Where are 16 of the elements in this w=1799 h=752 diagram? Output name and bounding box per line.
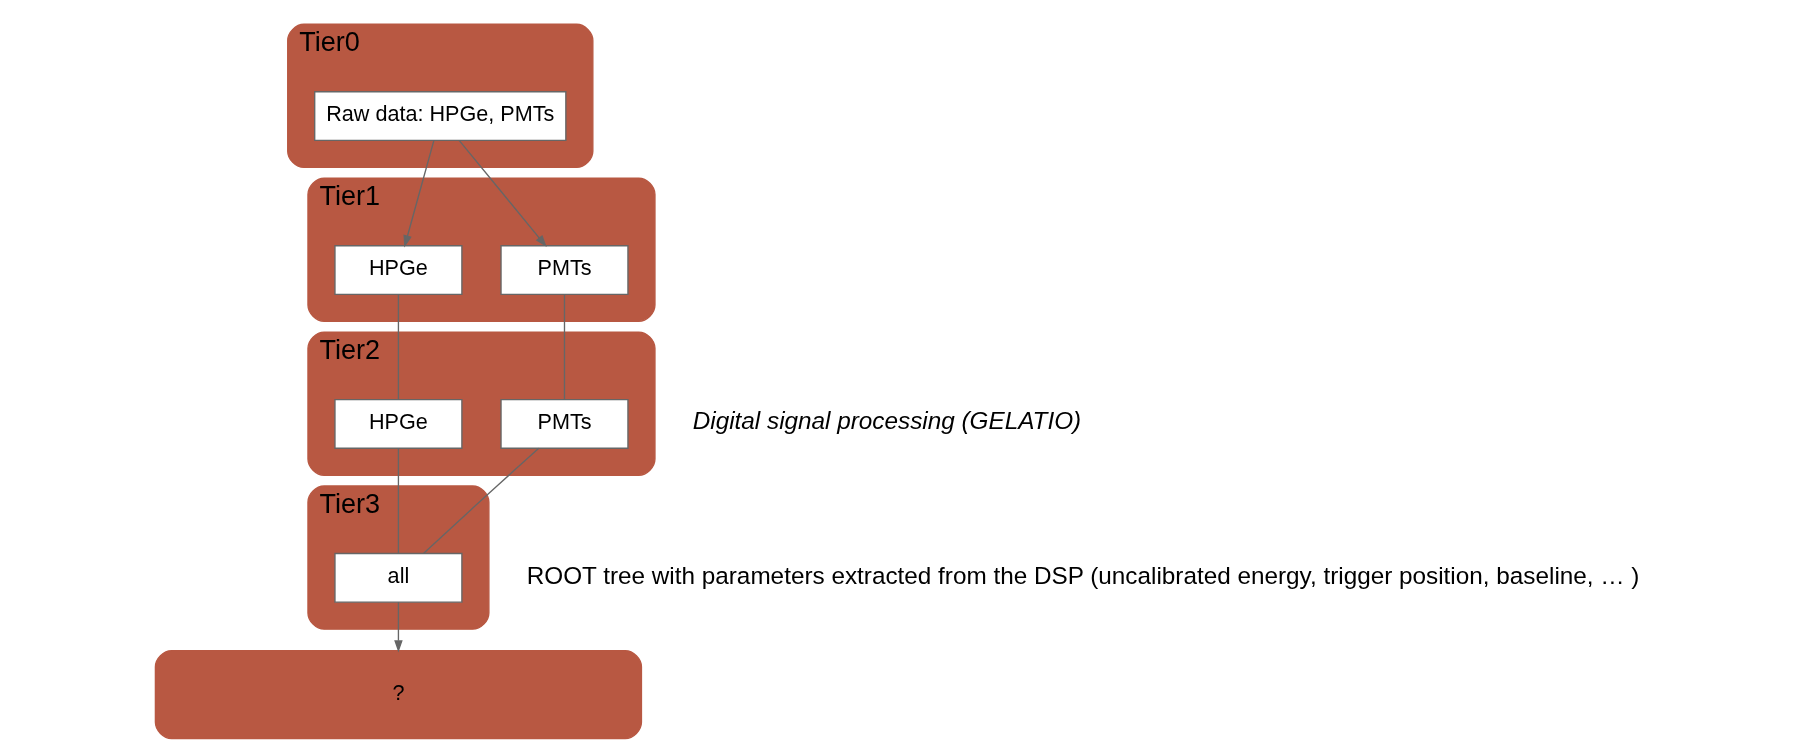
node-box: Raw data: HPGe, PMTs: [313, 91, 566, 142]
node-box: HPGe: [333, 245, 463, 295]
label: ROOT tree with parameters extracted from the DSP (uncalibrated energy, trigger position, baseline, … ): [526, 561, 1639, 589]
node-box: ?: [154, 650, 642, 740]
connector: [422, 447, 539, 555]
node-box: PMTs: [499, 398, 629, 449]
connector: [397, 293, 399, 401]
node-box: PMTs: [499, 245, 629, 295]
connector: [397, 447, 399, 554]
node-box: all: [333, 552, 463, 603]
label: Digital signal processing (GELATIO): [692, 406, 1081, 434]
node-box: HPGe: [333, 398, 463, 449]
connector: [563, 293, 565, 401]
arrow: [393, 601, 403, 653]
arrow: [457, 139, 547, 248]
arrow: [402, 139, 435, 248]
